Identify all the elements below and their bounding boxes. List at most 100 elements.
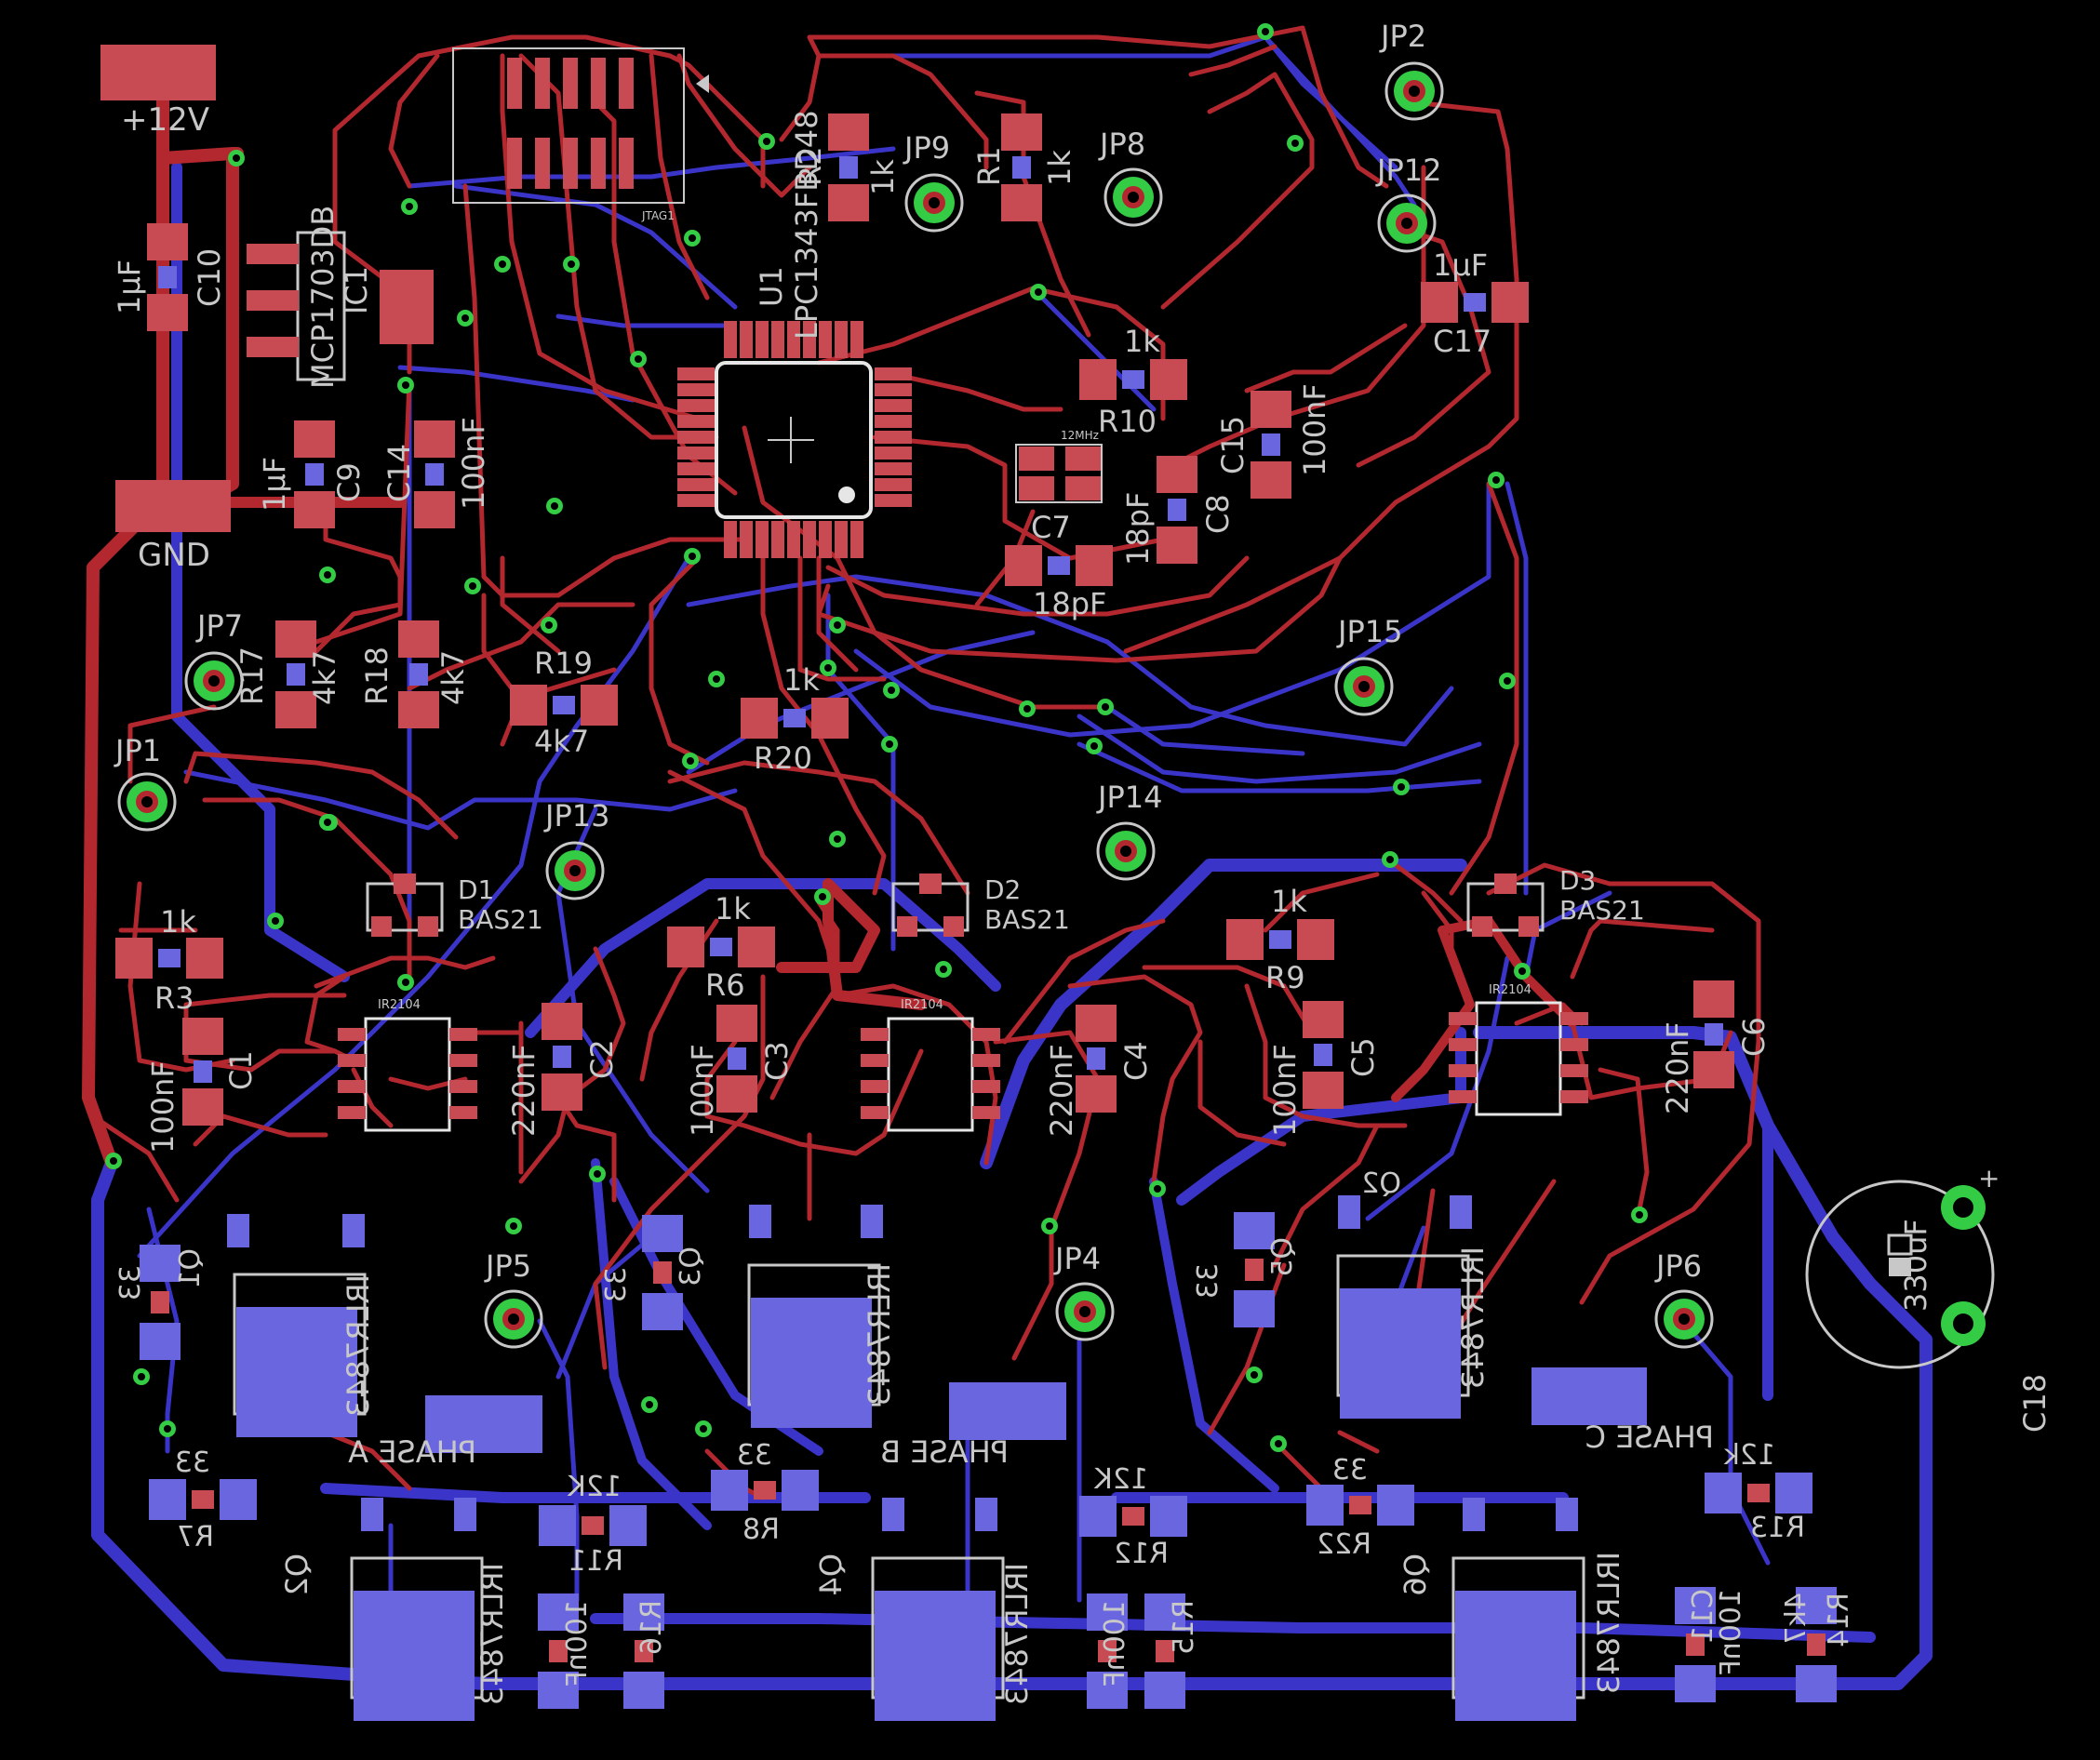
label-r2: R2 <box>793 146 828 186</box>
pad-12v <box>100 45 216 100</box>
label-jp2: JP2 <box>1379 19 1426 54</box>
label-r13: R13 <box>1750 1512 1805 1544</box>
label-c3-value: 100nF <box>685 1044 720 1137</box>
label-r8-value: 33 <box>737 1439 772 1472</box>
label-phase-b: PHASE B <box>880 1434 1009 1470</box>
label-c11: C11 <box>1687 1589 1719 1644</box>
smd-passives-bottom <box>140 1212 1837 1709</box>
label-r13-value: 12k <box>1723 1439 1775 1472</box>
drivers <box>338 1001 1588 1132</box>
label-r18-value: 4k7 <box>435 650 471 705</box>
label-c18-value: 330uF <box>1898 1219 1933 1312</box>
label-r20: R20 <box>754 740 812 776</box>
label-r7: R7 <box>177 1521 214 1553</box>
jtag-connector <box>452 47 709 204</box>
label-r22: R22 <box>1317 1528 1371 1561</box>
label-phase-c: PHASE C <box>1585 1420 1714 1455</box>
label-c9-value: 1µF <box>257 457 292 512</box>
label-q3-value: IRLR7843 <box>862 1263 897 1406</box>
label-jp8: JP8 <box>1098 127 1145 162</box>
label-r20-value: 1k <box>783 662 820 698</box>
label-r3-value: 1k <box>160 904 196 940</box>
label-r2-value: 1k <box>865 159 901 195</box>
label-c18-plus: + <box>1978 1163 2000 1193</box>
label-c4: C4 <box>1118 1041 1154 1081</box>
label-d3-value: BAS21 <box>1559 895 1645 926</box>
c18-capacitor <box>1805 1180 1995 1369</box>
label-d1: D1 <box>458 874 494 905</box>
label-c14: C14 <box>381 444 417 502</box>
label-r1: R1 <box>971 146 1007 186</box>
label-q1-value: IRLR7843 <box>341 1274 376 1417</box>
label-c11-value: 100nF <box>1715 1589 1747 1676</box>
label-r14: R14 <box>1823 1593 1855 1647</box>
label-r12-value: 12K <box>1093 1463 1148 1496</box>
label-q4: Q4 <box>813 1553 849 1596</box>
label-jp5: JP5 <box>484 1248 531 1284</box>
label-r19-value: 4k7 <box>534 724 589 759</box>
label-q4-value: IRLR7843 <box>999 1563 1035 1705</box>
label-jp9: JP9 <box>903 130 950 166</box>
phase-c-pad <box>1532 1367 1647 1425</box>
labels: +12V GND JTAG1 U1 LPC1343FBD48 IC1 MCP17… <box>112 19 2053 1705</box>
label-q2-value: IRLR7843 <box>475 1563 510 1705</box>
label-12v: +12V <box>121 101 209 139</box>
crystal <box>1015 444 1103 503</box>
label-r5: Q1 <box>174 1248 207 1288</box>
label-jp13: JP13 <box>543 798 609 833</box>
label-c7: C7 <box>1031 510 1071 545</box>
mosfets <box>227 1195 1585 1721</box>
label-q2: Q2 <box>1361 1167 1401 1200</box>
label-r10: R10 <box>1098 404 1157 439</box>
smd-passives-top <box>115 113 1734 1126</box>
label-r18: R18 <box>359 647 395 705</box>
label-jp15: JP15 <box>1336 614 1402 649</box>
label-r8: R8 <box>742 1513 780 1546</box>
label-q6: Q6 <box>1398 1553 1433 1596</box>
label-q6-value: IRLR7843 <box>1591 1552 1626 1694</box>
label-c4-value: 220nF <box>1044 1044 1079 1137</box>
phase-b-pad <box>949 1382 1066 1440</box>
label-c5-value: 100nF <box>1267 1044 1303 1137</box>
label-q3: Q3 <box>675 1247 707 1287</box>
label-ir-c: IR2104 <box>1489 983 1532 997</box>
label-r9: R9 <box>1265 960 1305 995</box>
label-ir-b: IR2104 <box>901 998 943 1012</box>
label-d2: D2 <box>984 874 1021 905</box>
label-r10-value: 1k <box>1124 324 1160 359</box>
label-d3: D3 <box>1559 865 1596 896</box>
label-u1: U1 <box>754 266 789 307</box>
label-c13-value: 100nF <box>1099 1600 1131 1687</box>
label-c3: C3 <box>759 1041 795 1081</box>
label-c10-value: 1µF <box>112 260 147 314</box>
label-r9-value: 1k <box>1271 884 1307 919</box>
label-q5-value: IRLR7843 <box>1455 1247 1491 1389</box>
label-u1-value: LPC1343FBD48 <box>789 110 824 340</box>
label-d2-value: BAS21 <box>984 904 1070 935</box>
label-r17-value: 4k7 <box>307 650 342 705</box>
label-c17: C17 <box>1433 324 1491 359</box>
label-r1-value: 1k <box>1042 150 1077 186</box>
label-r6: R6 <box>705 967 745 1003</box>
label-r15: R15 <box>1168 1600 1200 1655</box>
label-r5-value: 33 <box>114 1265 147 1300</box>
label-jp7: JP7 <box>195 608 243 644</box>
label-c2-value: 220nF <box>506 1044 542 1137</box>
label-c8: C8 <box>1200 494 1236 534</box>
label-c8-value: 18pF <box>1120 492 1156 566</box>
label-c18: C18 <box>2017 1374 2053 1433</box>
label-gnd: GND <box>138 537 210 574</box>
label-c1-value: 100nF <box>145 1060 181 1153</box>
label-d1-value: BAS21 <box>458 904 543 935</box>
label-jp6: JP6 <box>1654 1248 1702 1284</box>
pad-gnd <box>115 480 231 532</box>
label-c14-value: 100nF <box>456 417 491 510</box>
label-q2-name: Q2 <box>279 1553 314 1596</box>
label-r6-value: 1k <box>715 891 751 927</box>
label-r16: R16 <box>635 1600 668 1655</box>
label-r14-value: 4k7 <box>1780 1593 1812 1645</box>
label-c15-value: 100nF <box>1297 383 1332 476</box>
label-r11-value: 12K <box>567 1471 622 1503</box>
label-ic1-value: MCP1703DB <box>305 206 341 389</box>
